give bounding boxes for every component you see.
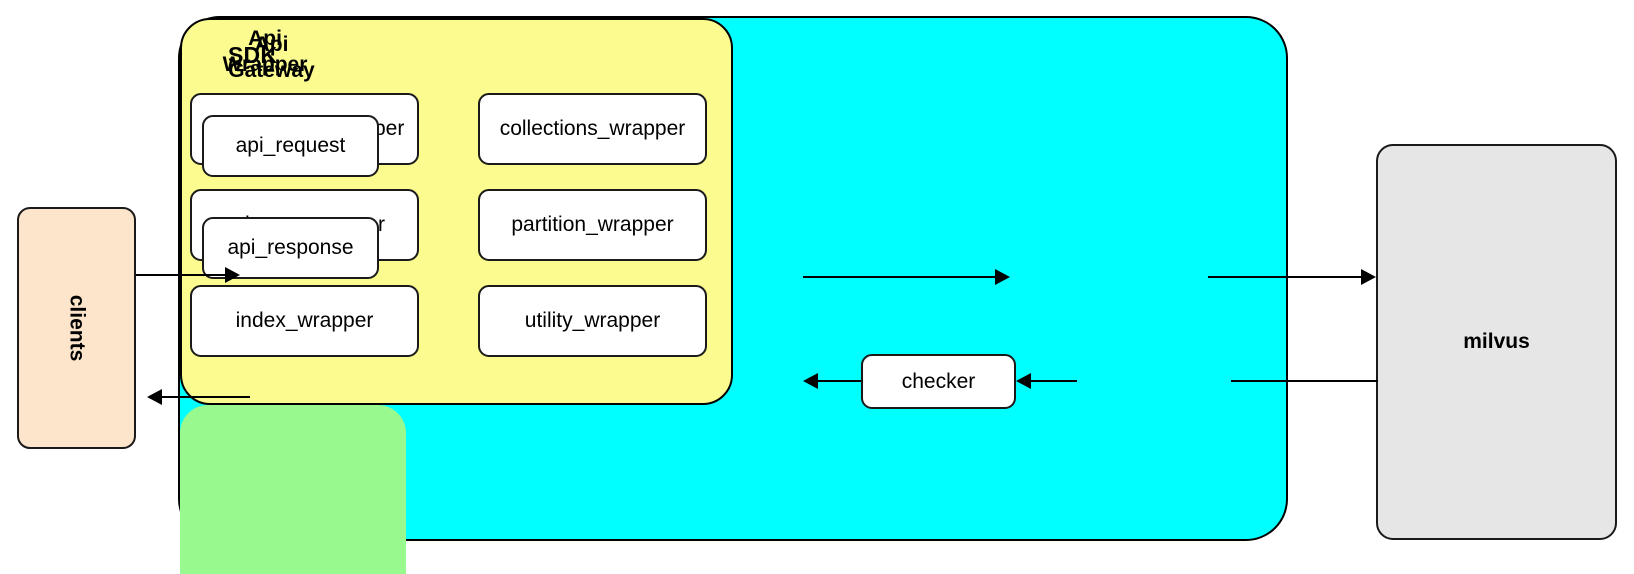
api-wrapper-label: Api Wrapper <box>190 26 340 78</box>
arrow-api-wrapper-to-clients <box>147 389 250 405</box>
api-gateway-label-line1: Api <box>254 33 289 56</box>
api-gateway-label-line2: Gateway <box>228 59 315 83</box>
arrow-clients-to-api-wrapper <box>136 267 240 283</box>
api-gateway-container[interactable]: Api Gateway api_request api_response <box>180 33 406 574</box>
milvus-node[interactable]: milvus <box>1376 144 1617 540</box>
api-gateway-label: Api Gateway <box>184 32 359 84</box>
clients-node[interactable]: clients <box>17 207 136 449</box>
clients-label: clients <box>65 294 89 362</box>
arrow-api-response-to-checker <box>1016 373 1077 389</box>
checker-node[interactable]: checker <box>861 354 1016 409</box>
arrow-api-wrapper-to-api-gateway <box>803 269 1010 285</box>
module-utility-wrapper[interactable]: utility_wrapper <box>478 285 707 357</box>
module-index-wrapper[interactable]: index_wrapper <box>190 285 419 357</box>
sdk-container[interactable]: SDK Api Wrapper connections_wrapper coll… <box>178 16 1288 574</box>
sdk-label: SDK <box>228 42 278 68</box>
arrow-api-request-to-milvus <box>1208 269 1376 285</box>
api-wrapper-label-line1: Api <box>248 27 282 50</box>
module-partition-wrapper[interactable]: partition_wrapper <box>478 189 707 261</box>
api-wrapper-label-line2: Wrapper <box>222 53 308 77</box>
line-milvus-to-api-response <box>1231 380 1378 382</box>
module-collections-wrapper[interactable]: collections_wrapper <box>478 93 707 165</box>
arrow-checker-to-api-wrapper <box>803 373 861 389</box>
module-api-request[interactable]: api_request <box>202 115 379 177</box>
